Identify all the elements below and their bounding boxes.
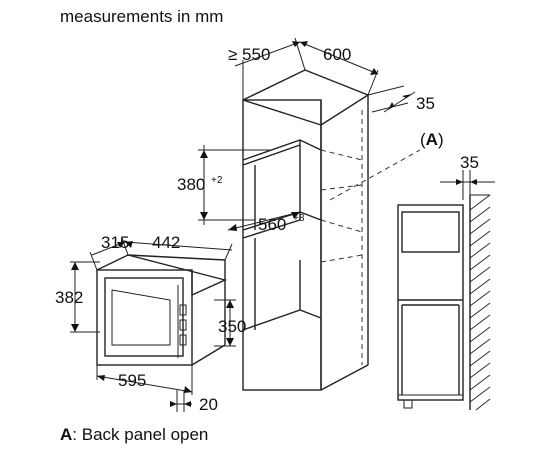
microwave	[96, 254, 228, 366]
niche-height-dimension: 380 +2	[177, 145, 270, 225]
appliance-inner-height-label: 350	[218, 317, 246, 336]
top-offset-dimension: 35	[367, 85, 435, 113]
svg-text:A: Back panel open: A: Back panel open	[60, 425, 208, 444]
tall-cabinet	[242, 69, 421, 391]
legend-key: A	[60, 425, 72, 444]
side-gap-dimension: 35	[440, 153, 495, 200]
niche-width-tolerance: +8	[293, 213, 305, 224]
callout-a: (A)	[420, 130, 444, 149]
niche-width-dimension: 560 +8	[227, 211, 305, 234]
callout-open-paren: (	[420, 130, 426, 149]
appliance-top-dimension: 315 442	[89, 233, 233, 271]
legend-text: : Back panel open	[72, 425, 208, 444]
appliance-depth-label: 315	[101, 233, 129, 252]
appliance-width-dimension: 595	[96, 365, 193, 395]
top-offset-label: 35	[416, 94, 435, 113]
cabinet-depth-dimension: ≥ 550 600	[228, 37, 379, 100]
niche-width-label: 560	[258, 215, 286, 234]
niche-height-tolerance: +2	[211, 175, 223, 186]
frame-thickness-dimension: 20	[170, 390, 218, 414]
cabinet-depth-label: ≥ 550	[228, 45, 270, 64]
callout-close-paren: )	[438, 130, 444, 149]
appliance-height-dimension: 382	[55, 261, 100, 333]
legend: A: Back panel open	[60, 425, 208, 444]
side-gap-label: 35	[460, 153, 479, 172]
niche-height-label: 380	[177, 175, 205, 194]
appliance-inner-height-dimension: 350	[214, 299, 246, 347]
wall-hatching	[469, 194, 491, 411]
cabinet-width-label: 600	[323, 45, 351, 64]
side-section-view	[397, 194, 491, 411]
appliance-height-label: 382	[55, 288, 83, 307]
svg-text:(A): (A)	[420, 130, 444, 149]
appliance-width-label: 595	[118, 371, 146, 390]
appliance-width-top-label: 442	[152, 233, 180, 252]
callout-key: A	[426, 130, 438, 149]
frame-thickness-label: 20	[199, 395, 218, 414]
diagram-title: measurements in mm	[60, 7, 223, 26]
